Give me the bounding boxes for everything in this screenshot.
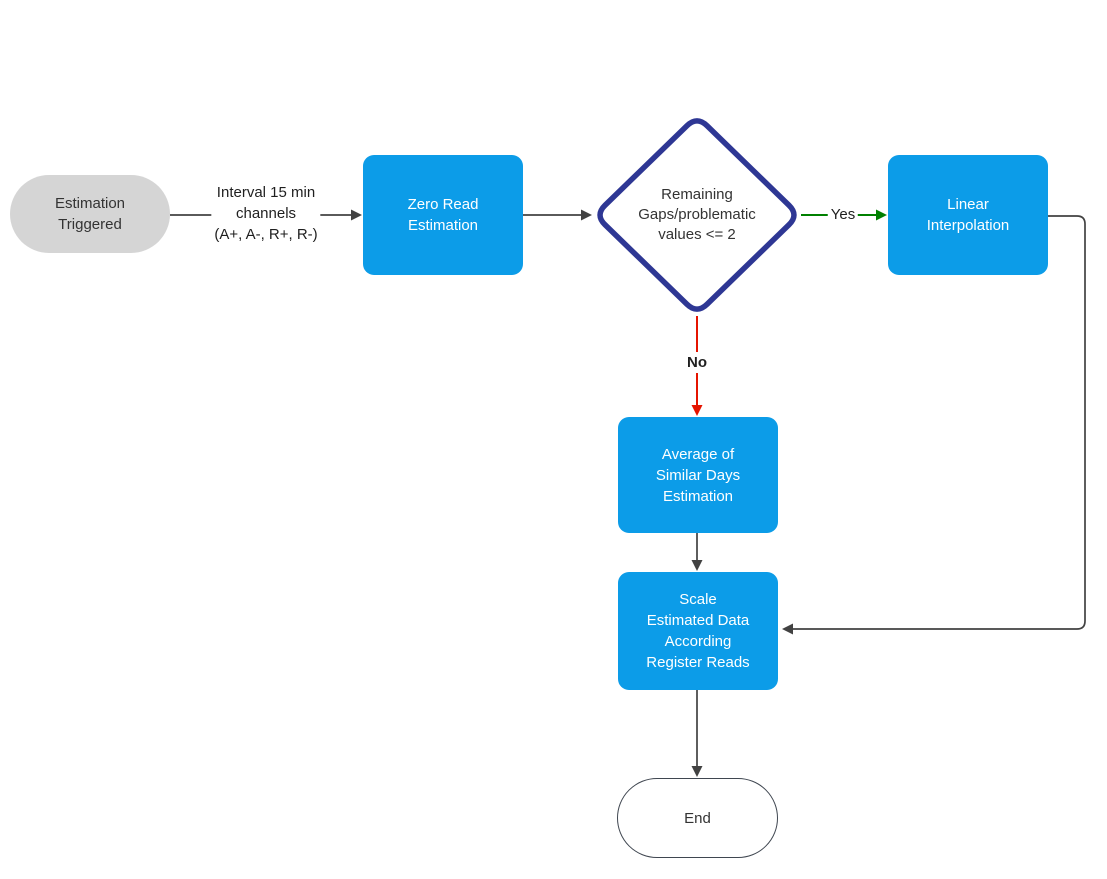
node-scale-estimated-data: Scale Estimated Data According Register … — [618, 572, 778, 690]
node-end: End — [617, 778, 778, 858]
edge-linear-to-scale — [782, 215, 1086, 635]
diamond-shape — [597, 118, 797, 312]
edge-label-interval-channels: Interval 15 min channels (A+, A-, R+, R-… — [211, 182, 321, 245]
node-estimation-triggered: Estimation Triggered — [10, 175, 170, 253]
node-zero-read-estimation: Zero Read Estimation — [363, 155, 523, 275]
node-linear-interpolation: Linear Interpolation — [888, 155, 1048, 275]
edge-label-no: No — [684, 352, 710, 373]
decision-label: Remaining Gaps/problematic values <= 2 — [638, 185, 756, 244]
node-decision-remaining-gaps: Remaining Gaps/problematic values <= 2 — [590, 111, 804, 319]
edge-label-yes: Yes — [827, 204, 859, 225]
node-average-similar-days: Average of Similar Days Estimation — [618, 417, 778, 533]
